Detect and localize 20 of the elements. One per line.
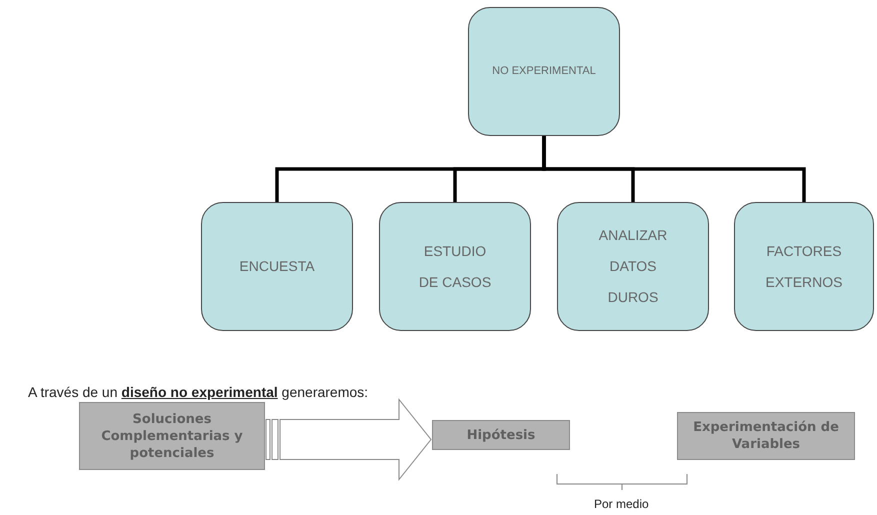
rounded-box <box>557 202 709 331</box>
rounded-box <box>468 7 620 136</box>
box-label: Experimentación de Variables <box>692 419 840 453</box>
bracket-label: Por medio <box>594 497 649 511</box>
process-box <box>79 402 265 470</box>
box-label: Hipótesis <box>466 426 536 444</box>
box-label: FACTORES EXTERNOS <box>764 242 844 292</box>
box-label: ENCUESTA <box>239 257 315 276</box>
process-box <box>432 420 570 450</box>
rounded-box <box>734 202 874 331</box>
connector-line <box>542 136 806 202</box>
rounded-box <box>379 202 531 331</box>
intro-sentence: A través de un diseño no experimental generaremos: <box>28 384 368 400</box>
box-label: Soluciones Complementarias y potenciales <box>100 410 244 462</box>
block-arrow <box>266 398 432 481</box>
rounded-box <box>201 202 353 331</box>
box-label: NO EXPERIMENTAL <box>492 64 596 79</box>
process-box <box>677 412 855 460</box>
box-label: ESTUDIO DE CASOS <box>418 242 492 292</box>
box-label: ANALIZAR DATOS DUROS <box>598 226 668 307</box>
